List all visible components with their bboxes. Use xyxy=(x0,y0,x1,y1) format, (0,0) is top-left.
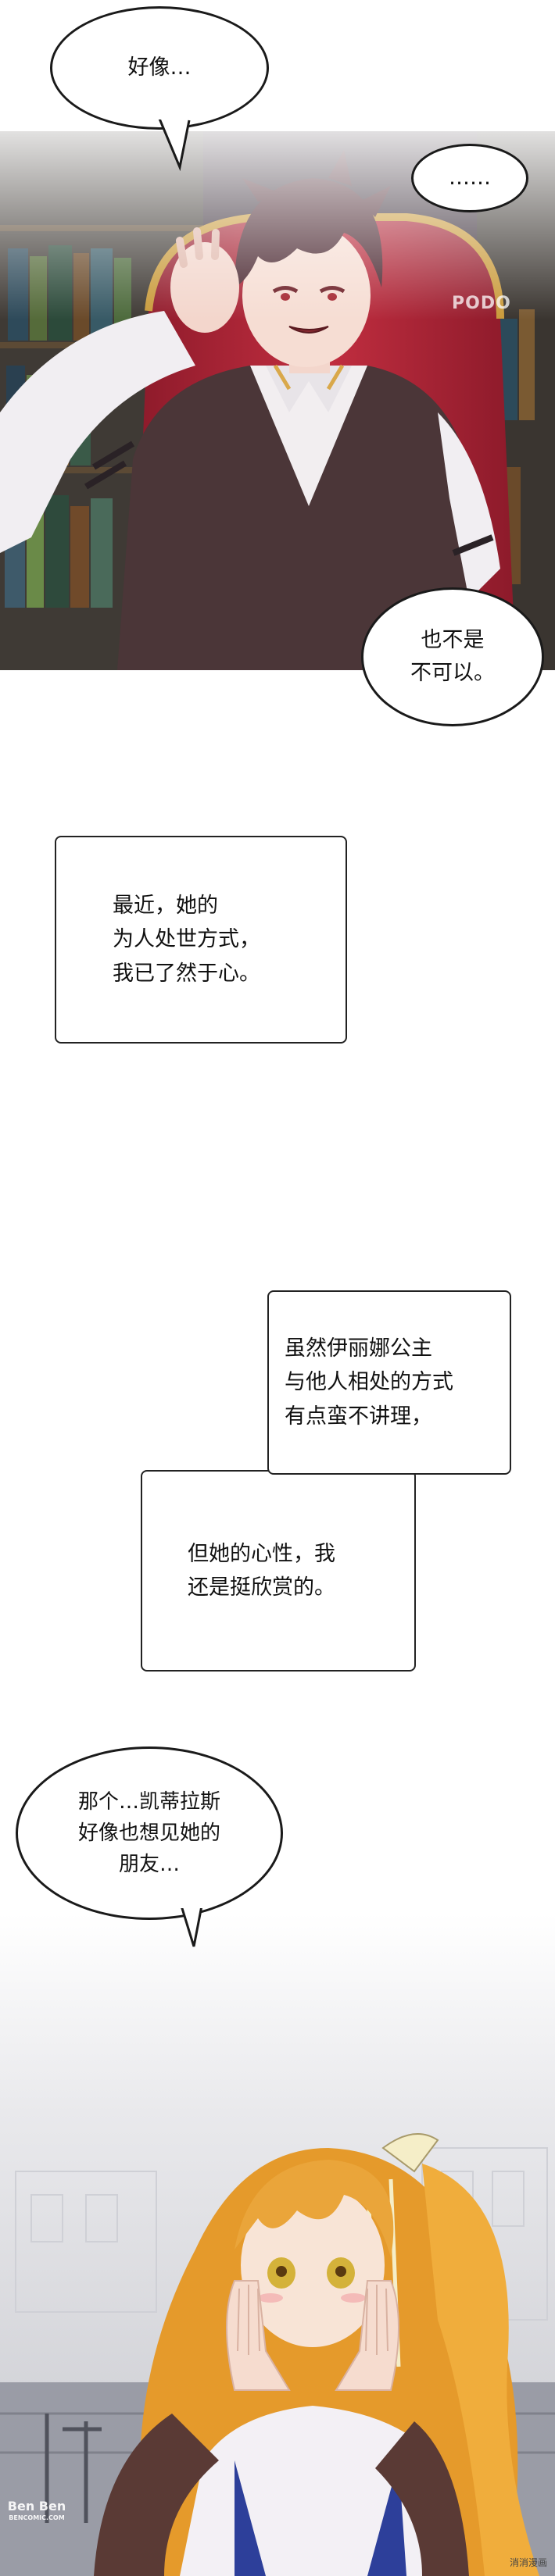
corner-watermark: 消消漫画 xyxy=(509,2557,547,2568)
boy-illustration xyxy=(0,131,555,670)
narration-box-2: 虽然伊丽娜公主 与他人相处的方式 有点蛮不讲理， xyxy=(267,1290,511,1475)
narration-box-3: 但她的心性，我 还是挺欣赏的。 xyxy=(141,1470,416,1672)
speech-bubble-not-impossible: 也不是 不可以。 xyxy=(361,587,544,726)
speech-bubble-katilas: 那个…凯蒂拉斯 好像也想见她的 朋友… xyxy=(16,1746,283,1920)
logo-watermark: Ben Ben BENCOMIC.COM xyxy=(7,2499,66,2522)
narration-box-1: 最近，她的 为人处世方式， 我已了然于心。 xyxy=(55,836,347,1044)
speech-bubble-ellipsis: …… xyxy=(411,144,528,212)
girl-illustration xyxy=(0,1914,555,2576)
bubble-tail xyxy=(158,117,192,172)
bubble-tail-girl xyxy=(180,1906,205,1947)
bubble-text: 好像… xyxy=(127,55,192,80)
speech-bubble-top: 好像… xyxy=(50,6,269,130)
panel-girl-blushing: Ben Ben BENCOMIC.COM 消消漫画 xyxy=(0,1914,555,2576)
studio-watermark: PODO xyxy=(452,294,511,313)
panel-boy-in-chair: PODO xyxy=(0,131,555,670)
